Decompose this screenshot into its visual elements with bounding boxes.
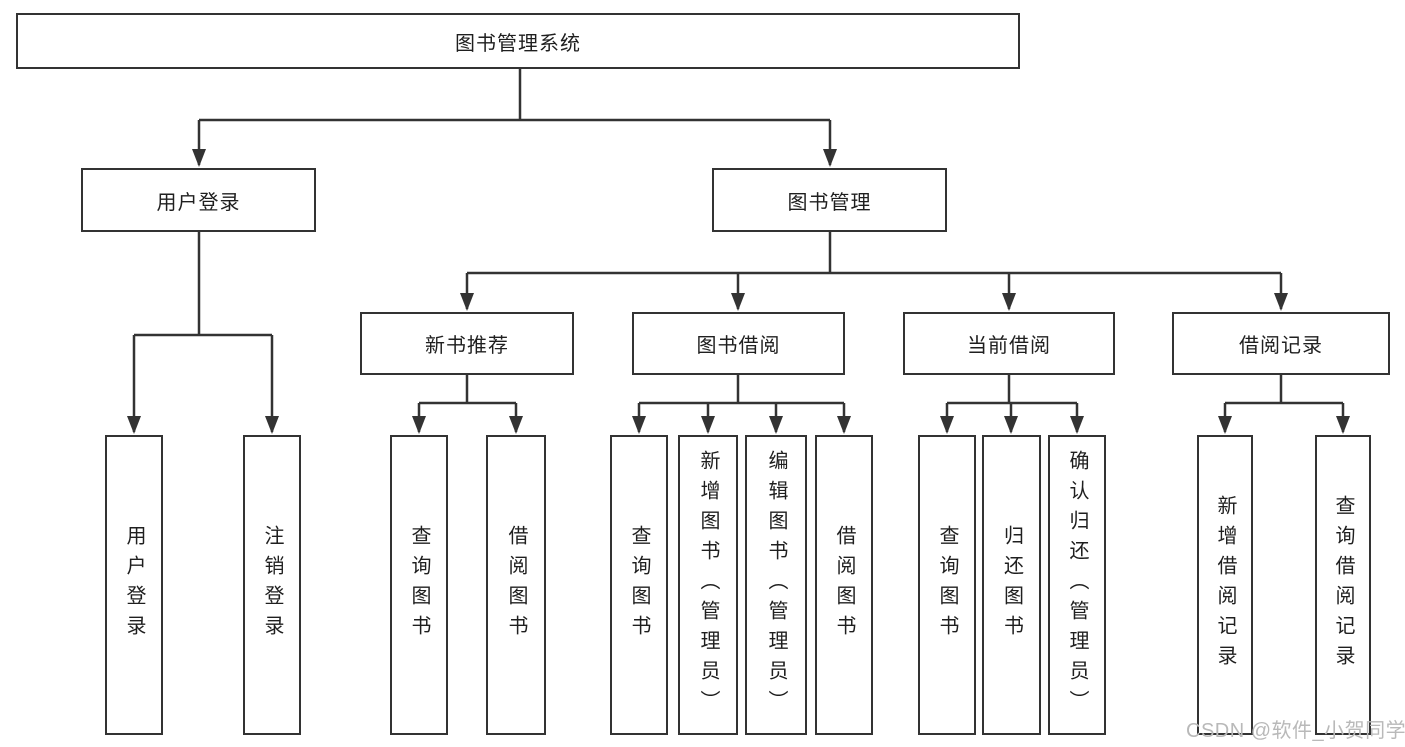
leaf-records-query: 查询借阅记录 bbox=[1315, 435, 1371, 735]
node-root: 图书管理系统 bbox=[16, 13, 1020, 69]
leaf-current-return: 归还图书 bbox=[982, 435, 1041, 735]
node-user-login: 用户登录 bbox=[81, 168, 316, 232]
leaf-borrow-edit-admin: 编辑图书（管理员） bbox=[745, 435, 807, 735]
leaf-borrow-add-admin: 新增图书（管理员） bbox=[678, 435, 738, 735]
node-borrow-records: 借阅记录 bbox=[1172, 312, 1390, 375]
leaf-label: 查询借阅记录 bbox=[1332, 495, 1354, 675]
leaf-label: 查询图书 bbox=[936, 525, 958, 645]
leaf-label: 确认归还（管理员） bbox=[1066, 450, 1088, 720]
leaf-label: 新增借阅记录 bbox=[1214, 495, 1236, 675]
node-book-borrow: 图书借阅 bbox=[632, 312, 845, 375]
leaf-label: 新增图书（管理员） bbox=[697, 450, 719, 720]
leaf-user-login: 用户登录 bbox=[105, 435, 163, 735]
leaf-current-confirm-admin: 确认归还（管理员） bbox=[1048, 435, 1106, 735]
leaf-label: 注销登录 bbox=[261, 525, 283, 645]
watermark: CSDN @软件_小贺同学 bbox=[1186, 720, 1405, 742]
leaf-borrow-query: 查询图书 bbox=[610, 435, 668, 735]
leaf-label: 编辑图书（管理员） bbox=[765, 450, 787, 720]
leaf-label: 用户登录 bbox=[123, 525, 145, 645]
leaf-newbook-query: 查询图书 bbox=[390, 435, 448, 735]
leaf-label: 归还图书 bbox=[1000, 525, 1023, 645]
leaf-label: 借阅图书 bbox=[833, 525, 855, 645]
leaf-records-add: 新增借阅记录 bbox=[1197, 435, 1253, 735]
leaf-label: 查询图书 bbox=[628, 525, 650, 645]
leaf-label: 查询图书 bbox=[408, 525, 430, 645]
node-new-book-recommend: 新书推荐 bbox=[360, 312, 574, 375]
leaf-logout: 注销登录 bbox=[243, 435, 301, 735]
node-book-management: 图书管理 bbox=[712, 168, 947, 232]
leaf-current-query: 查询图书 bbox=[918, 435, 976, 735]
leaf-newbook-borrow: 借阅图书 bbox=[486, 435, 546, 735]
leaf-label: 借阅图书 bbox=[505, 525, 527, 645]
leaf-borrow-borrow: 借阅图书 bbox=[815, 435, 873, 735]
node-current-borrow: 当前借阅 bbox=[903, 312, 1115, 375]
